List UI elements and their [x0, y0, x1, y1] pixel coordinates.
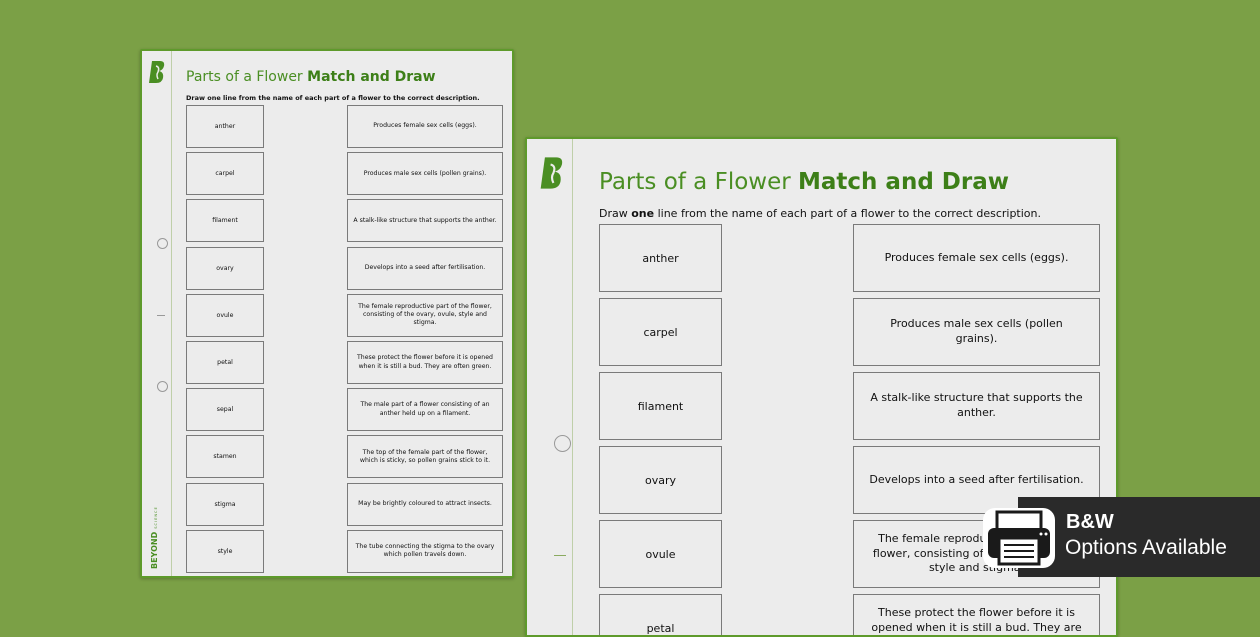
worksheet-preview-large: Parts of a Flower Match and Draw Draw on… — [525, 137, 1118, 637]
description-box: May be brightly coloured to attract inse… — [347, 482, 503, 526]
description-box: Develops into a seed after fertilisation… — [347, 246, 503, 290]
description-box: A stalk-like structure that supports the… — [853, 372, 1100, 440]
term-box: sepal — [186, 388, 264, 432]
term-box: style — [186, 529, 264, 573]
margin-line — [572, 139, 573, 635]
binder-hole — [157, 381, 168, 392]
term-box: carpel — [599, 298, 722, 366]
worksheet-title: Parts of a Flower Match and Draw — [599, 169, 1010, 195]
description-box: The female reproductive part of the flow… — [347, 293, 503, 337]
description-box: Produces male sex cells (pollen grains). — [347, 152, 503, 196]
term-box: ovule — [599, 520, 722, 588]
beyond-logo-icon — [149, 61, 165, 83]
worksheet-title: Parts of a Flower Match and Draw — [186, 69, 436, 85]
term-box: ovary — [599, 446, 722, 514]
margin-line — [171, 51, 172, 576]
binder-hole — [157, 238, 168, 249]
printer-icon — [983, 508, 1055, 568]
description-box: The top of the female part of the flower… — [347, 435, 503, 479]
description-box: Produces male sex cells (pollen grains). — [853, 298, 1100, 366]
fold-mark — [554, 555, 566, 556]
description-box: A stalk-like structure that supports the… — [347, 199, 503, 243]
term-box: ovule — [186, 293, 264, 337]
brand-vertical: BEYONDSCIENCE — [150, 506, 159, 569]
term-box: filament — [186, 199, 264, 243]
worksheet-instruction: Draw one line from the name of each part… — [186, 94, 480, 102]
description-box: The tube connecting the stigma to the ov… — [347, 529, 503, 573]
banner-line2: Options Available — [1065, 536, 1227, 559]
term-box: stigma — [186, 482, 264, 526]
description-box: Produces female sex cells (eggs). — [853, 224, 1100, 292]
description-box: The male part of a flower consisting of … — [347, 388, 503, 432]
term-box: petal — [599, 594, 722, 635]
description-box: These protect the flower before it is op… — [347, 341, 503, 384]
term-box: carpel — [186, 152, 264, 196]
term-box: anther — [186, 105, 264, 148]
term-box: anther — [599, 224, 722, 292]
term-box: petal — [186, 341, 264, 384]
description-box: These protect the flower before it is op… — [853, 594, 1100, 635]
term-box: filament — [599, 372, 722, 440]
worksheet-instruction: Draw one line from the name of each part… — [599, 207, 1041, 220]
fold-mark — [157, 315, 165, 316]
beyond-logo-icon — [540, 157, 563, 189]
bw-options-banner: B&W Options Available — [1018, 497, 1260, 577]
worksheet-preview-small: BEYONDSCIENCE Parts of a Flower Match an… — [140, 49, 514, 578]
term-box: stamen — [186, 435, 264, 479]
term-box: ovary — [186, 246, 264, 290]
binder-hole — [554, 435, 571, 452]
description-box: Produces female sex cells (eggs). — [347, 105, 503, 148]
banner-line1: B&W — [1066, 511, 1114, 533]
